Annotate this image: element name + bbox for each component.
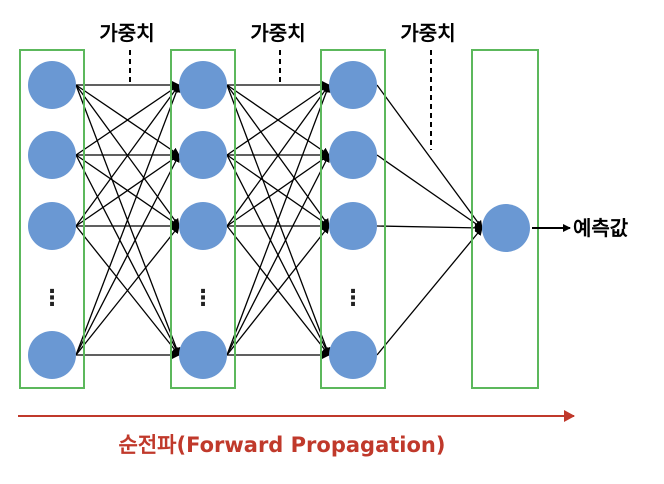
neuron-l1-2 (28, 202, 76, 250)
neuron-l3-1 (329, 131, 377, 179)
edge-l2-2-0 (226, 84, 330, 227)
edge-out-2 (376, 223, 483, 232)
neuron-l1-0 (28, 61, 76, 109)
layer-box-hidden-1 (19, 49, 85, 389)
edge-l2-3-1 (226, 154, 330, 356)
connection-edges (75, 81, 483, 359)
layer-box-hidden-3 (320, 49, 386, 389)
weight-label-2: 가중치 (250, 21, 305, 45)
edge-l2-1-0 (226, 84, 330, 156)
ellipsis-layer-1: ⋮ (41, 286, 63, 311)
edge-l1-2-0 (75, 84, 180, 227)
edge-out-0 (376, 84, 483, 229)
output-label: 예측값 (573, 216, 629, 240)
neuron-l2-2 (179, 202, 227, 250)
neuron-l2-3 (179, 331, 227, 379)
neuron-l1-3 (28, 331, 76, 379)
edge-l1-1-0 (75, 84, 180, 156)
edge-l1-2-1 (75, 154, 180, 227)
layer-boxes (19, 49, 539, 389)
edge-l1-3-0 (75, 84, 181, 356)
edge-out-1 (376, 154, 483, 229)
edge-l1-3-1 (75, 154, 180, 356)
output-neuron (482, 204, 530, 252)
edge-l2-3-2 (226, 225, 330, 356)
neuron-l3-2 (329, 202, 377, 250)
neuron-l2-1 (179, 131, 227, 179)
edge-l2-3-0 (226, 84, 331, 356)
edge-l1-3-2 (75, 225, 180, 356)
ellipsis-layer-3: ⋮ (342, 286, 364, 311)
layer-box-output (471, 49, 539, 389)
neuron-nodes (28, 61, 530, 379)
weight-label-1: 가중치 (99, 21, 154, 45)
edge-l2-2-1 (226, 154, 330, 227)
neuron-l3-3 (329, 331, 377, 379)
edge-out-3 (376, 227, 483, 356)
propagation-label: 순전파(Forward Propagation) (119, 433, 446, 457)
ellipsis-layer-2: ⋮ (192, 286, 214, 311)
neuron-l2-0 (179, 61, 227, 109)
weight-label-3: 가중치 (400, 21, 455, 45)
neuron-l3-0 (329, 61, 377, 109)
neuron-l1-1 (28, 131, 76, 179)
layer-box-hidden-2 (170, 49, 236, 389)
